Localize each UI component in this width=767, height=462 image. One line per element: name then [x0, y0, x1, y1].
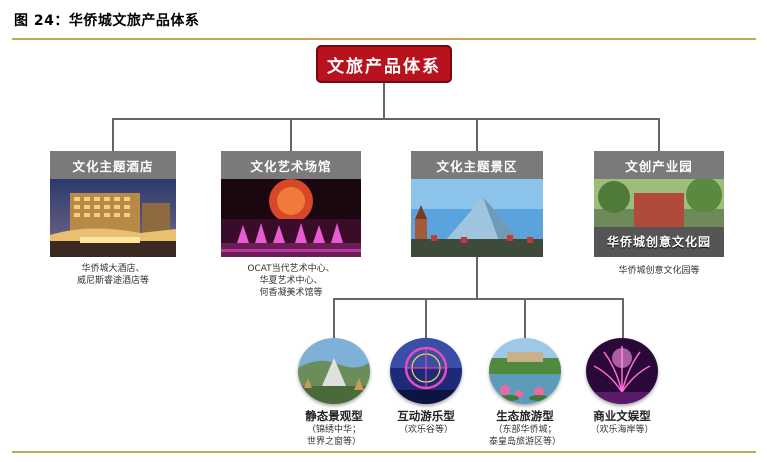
bottom-divider	[12, 451, 756, 453]
subtype-interactive-amusement-note: （欢乐谷等）	[398, 425, 453, 435]
subtype-static-landscape: 静态景观型	[305, 409, 363, 423]
connector-root-down	[383, 83, 385, 119]
subtype-eco-tourism: 生态旅游型	[496, 409, 554, 423]
connector-cat2	[290, 118, 292, 151]
connector-sub3	[524, 298, 526, 338]
art-venue-caption: OCAT当代艺术中心、 华夏艺术中心、 何香凝美术馆等	[247, 264, 335, 298]
connector-cat4	[658, 118, 660, 151]
static-landscape-image	[298, 338, 370, 404]
subtype-interactive-amusement: 互动游乐型	[397, 409, 455, 423]
creative-park-photo: 华侨城创意文化园	[594, 179, 724, 257]
creative-park-caption: 华侨城创意文化园等	[618, 266, 700, 276]
hotel-caption: 华侨城大酒店、 威尼斯睿途酒店等	[76, 264, 149, 286]
subtype-commercial-entertainment-note: （欢乐海岸等）	[590, 425, 654, 435]
connector-horizontal-bottom	[333, 298, 624, 300]
connector-cat3	[476, 118, 478, 151]
subtype-static-landscape-note: （锦绣中华； 世界之窗等）	[306, 425, 361, 447]
eco-tourism-image	[489, 338, 561, 404]
category-theme-park: 文化主题景区	[411, 151, 543, 179]
category-hotel: 文化主题酒店	[50, 151, 176, 179]
category-art-venue: 文化艺术场馆	[221, 151, 361, 179]
connector-sub1	[333, 298, 335, 338]
top-divider	[12, 38, 756, 40]
hotel-photo	[50, 179, 176, 257]
subtype-eco-tourism-note: （东部华侨城； 泰皇岛旅游区等）	[488, 425, 561, 447]
commercial-entertainment-image	[586, 338, 658, 404]
connector-park-down	[476, 257, 478, 299]
interactive-amusement-image	[390, 338, 462, 404]
category-creative-park: 文创产业园	[594, 151, 724, 179]
connector-horizontal-top	[112, 118, 660, 120]
connector-cat1	[112, 118, 114, 151]
root-node: 文旅产品体系	[316, 45, 452, 83]
connector-sub4	[622, 298, 624, 338]
art-venue-photo	[221, 179, 361, 257]
connector-sub2	[425, 298, 427, 338]
figure-title: 图 24：华侨城文旅产品体系	[14, 13, 200, 29]
creative-park-sign: 华侨城创意文化园	[606, 235, 711, 249]
theme-park-photo	[411, 179, 543, 257]
subtype-commercial-entertainment: 商业文娱型	[593, 409, 651, 423]
